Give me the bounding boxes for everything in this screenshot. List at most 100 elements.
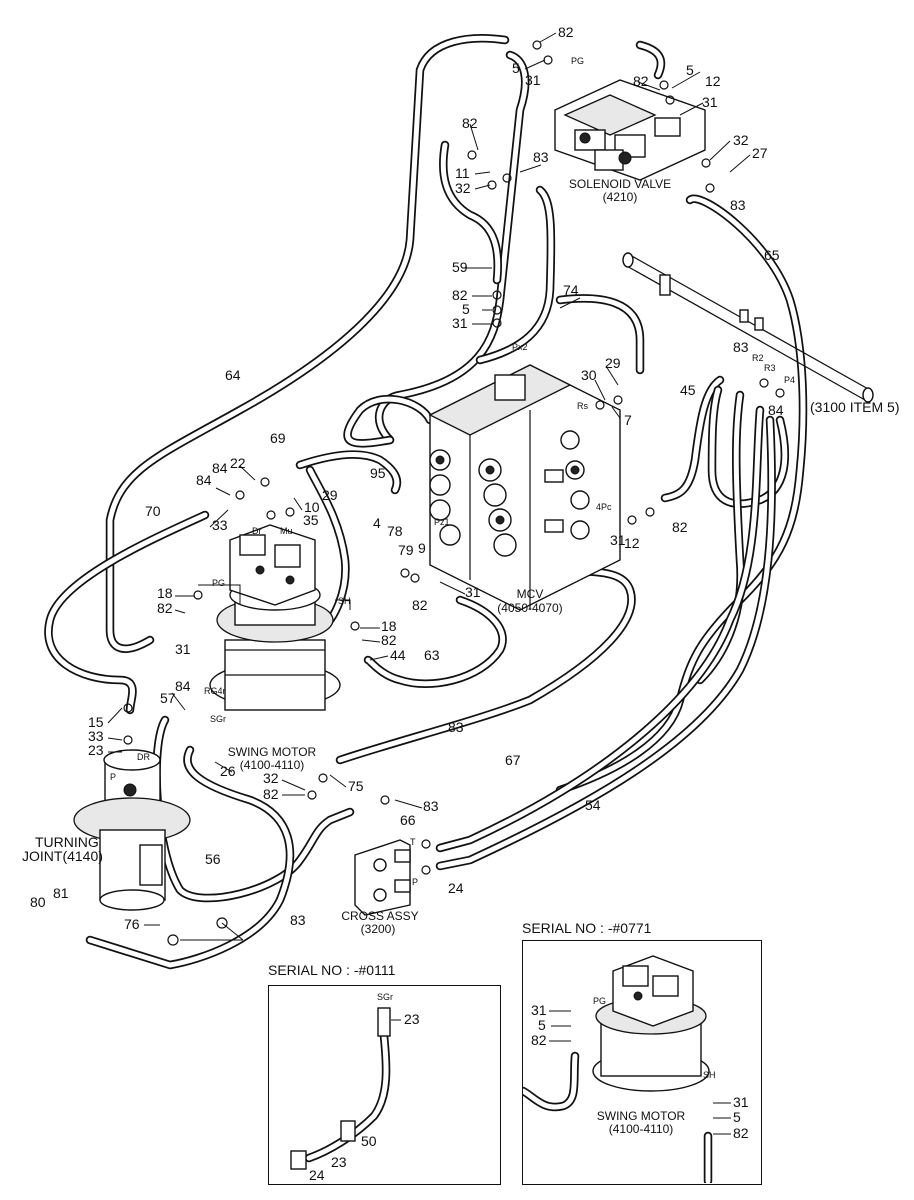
port-dr: Dr xyxy=(252,526,262,536)
callout: 82 xyxy=(672,519,688,535)
callout: 27 xyxy=(752,145,768,161)
callout: 82 xyxy=(633,73,649,89)
callout: 10 xyxy=(304,499,320,515)
callout: 32 xyxy=(733,132,749,148)
callout: 83 xyxy=(423,798,439,814)
port-r2: R2 xyxy=(752,353,764,363)
inset-2-title: SERIAL NO : -#0771 xyxy=(522,920,652,936)
callout: 35 xyxy=(303,512,319,528)
callout: 64 xyxy=(225,367,241,383)
callout: 57 xyxy=(160,690,176,706)
callout: 66 xyxy=(400,812,416,828)
callout: 26 xyxy=(220,763,236,779)
callout: 11 xyxy=(455,165,470,181)
mcv-ref: (4050-4070) xyxy=(497,601,562,615)
solenoid-valve-label: SOLENOID VALVE xyxy=(569,177,671,191)
inset-serial-0111: SGr 23 50 23 24 xyxy=(268,985,501,1185)
callout: 83 xyxy=(733,339,749,355)
callout: 5 xyxy=(462,301,470,317)
inset-serial-0771: PG SH SWING MOTOR (4100-4110) 31 5 82 31… xyxy=(522,940,762,1185)
callout: 84 xyxy=(196,472,212,488)
callout: 80 xyxy=(30,894,46,910)
callout: 23 xyxy=(88,742,104,758)
callout: 75 xyxy=(348,778,364,794)
cross-assy: CROSS ASSY (3200) xyxy=(341,839,419,936)
callout: 31 xyxy=(610,532,626,548)
inset-2-port-sh: SH xyxy=(703,1070,716,1080)
inset-2-motor-label: SWING MOTOR xyxy=(597,1109,686,1123)
callout: 83 xyxy=(448,719,464,735)
inset-2-callout-31b: 31 xyxy=(733,1094,749,1110)
pipe-ref-label: (3100 ITEM 5) xyxy=(810,399,899,415)
callout: 76 xyxy=(124,916,140,932)
inset-2-port-pg: PG xyxy=(593,996,606,1006)
callout: 24 xyxy=(448,880,464,896)
callout: 56 xyxy=(205,851,221,867)
callout: 22 xyxy=(230,455,246,471)
callout: 83 xyxy=(533,149,549,165)
inset-2-callout-5: 5 xyxy=(538,1017,546,1033)
mcv-spools xyxy=(429,430,590,557)
callout-labels: 82 5 31 82 5 12 31 82 11 32 83 32 27 83 … xyxy=(30,24,784,932)
swing-motor-ref: (4100-4110) xyxy=(240,758,305,772)
port-px2: Px2 xyxy=(512,342,528,352)
solenoid-valve: SOLENOID VALVE (4210) xyxy=(554,79,706,204)
inset-2-callout-82: 82 xyxy=(531,1032,547,1048)
port-sgr: SGr xyxy=(210,714,226,724)
callout: 69 xyxy=(270,430,286,446)
callout: 12 xyxy=(705,73,721,89)
callout: 82 xyxy=(558,24,574,40)
port-r3: R3 xyxy=(764,363,776,373)
inset-2-drawing: PG SH SWING MOTOR (4100-4110) 31 5 82 31… xyxy=(523,955,749,1183)
swing-motor-label: SWING MOTOR xyxy=(228,745,317,759)
callout: 84 xyxy=(212,460,228,476)
callout: 83 xyxy=(290,912,306,928)
inset-2-callout-31: 31 xyxy=(531,1002,547,1018)
inset-1-title: SERIAL NO : -#0111 xyxy=(268,962,396,978)
callout: 74 xyxy=(563,282,579,298)
port-4pc: 4Pc xyxy=(596,502,612,512)
callout: 95 xyxy=(370,465,386,481)
callout: 65 xyxy=(764,247,780,263)
fittings xyxy=(123,40,785,946)
callout: 32 xyxy=(263,770,279,786)
inset-1-callout-23: 23 xyxy=(404,1011,420,1027)
port-rg4: RG4r xyxy=(204,686,226,696)
port-p-cross: P xyxy=(412,877,418,887)
callout: 82 xyxy=(263,786,279,802)
callout: 5 xyxy=(686,62,694,78)
callout: 63 xyxy=(424,647,440,663)
callout: 31 xyxy=(175,641,191,657)
callout: 31 xyxy=(525,72,541,88)
port-dr-joint: DR xyxy=(137,752,150,762)
turning-joint: TURNING JOINT(4140) xyxy=(22,749,191,911)
inset-1-drawing: SGr 23 50 23 24 xyxy=(290,992,420,1183)
callout: 5 xyxy=(512,60,520,76)
callout: 54 xyxy=(585,797,601,813)
pilot-pipe: (3100 ITEM 5) xyxy=(622,252,899,415)
callout: 18 xyxy=(381,618,397,634)
mcv-label: MCV xyxy=(517,587,544,601)
callout: 31 xyxy=(452,315,468,331)
leader-lines xyxy=(107,32,751,941)
port-t-cross: T xyxy=(410,837,416,847)
callout: 78 xyxy=(387,523,403,539)
callout: 82 xyxy=(157,600,173,616)
turning-joint-label-1: TURNING xyxy=(35,834,99,850)
inset-1-port-sgr: SGr xyxy=(377,992,393,1002)
callout: 82 xyxy=(462,115,478,131)
cross-assy-ref: (3200) xyxy=(361,922,396,936)
callout: 84 xyxy=(768,402,784,418)
turning-joint-label-2: JOINT(4140) xyxy=(22,848,103,864)
hose-lines xyxy=(44,34,808,970)
callout: 82 xyxy=(452,287,468,303)
callout: 84 xyxy=(175,678,191,694)
callout: 15 xyxy=(88,714,104,730)
inset-2-callout-5b: 5 xyxy=(733,1109,741,1125)
callout: 32 xyxy=(455,180,471,196)
callout: 18 xyxy=(157,585,173,601)
callout: 33 xyxy=(88,728,104,744)
solenoid-valve-ref: (4210) xyxy=(603,190,638,204)
